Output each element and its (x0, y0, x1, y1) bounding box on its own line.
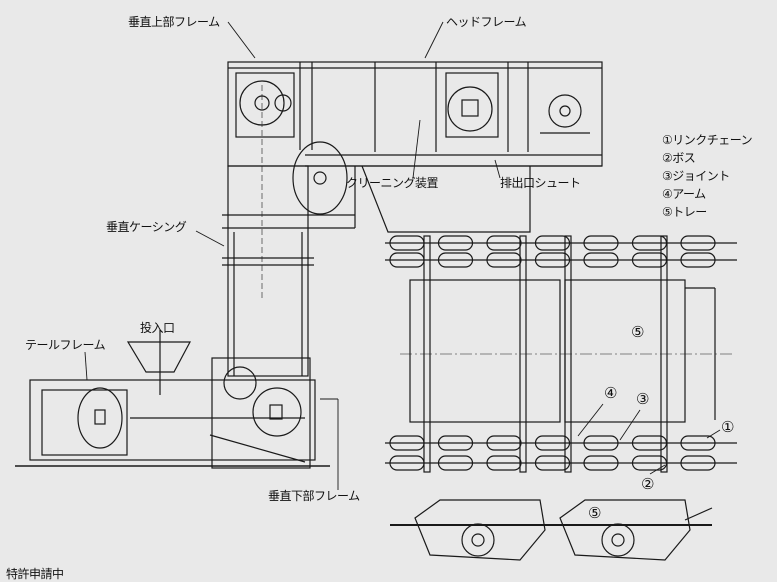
vertical-casing (222, 165, 314, 377)
label-upper-frame: 垂直上部フレーム (128, 15, 220, 29)
legend-item: ⑤トレー (662, 205, 707, 219)
tray-side-view (390, 499, 713, 561)
tray-arm (519, 235, 527, 473)
chain-link (486, 455, 522, 471)
callout-joint: ③ (636, 390, 650, 408)
tray-arm (660, 235, 668, 473)
chain-link (680, 435, 716, 451)
tray-arm (423, 235, 431, 473)
callout-chain: ① (721, 418, 735, 436)
chain-link (486, 235, 522, 251)
callout-tray: ⑤ (631, 323, 645, 341)
chain-link (437, 435, 474, 451)
chain-link (680, 252, 716, 268)
label-patent-pending: 特許申請中 (6, 567, 64, 581)
chain-link (534, 435, 571, 451)
legend-item: ②ボス (662, 151, 696, 165)
chain-link (583, 252, 619, 268)
legend-item: ③ジョイント (662, 169, 730, 183)
callout-arm: ④ (604, 384, 618, 402)
label-inlet: 投入口 (140, 321, 175, 335)
label-head-frame: ヘッドフレーム (446, 15, 527, 29)
callout-boss: ② (641, 475, 655, 493)
chain-link (486, 435, 522, 451)
chain-link (680, 455, 716, 471)
chain-link (583, 455, 619, 471)
label-cleaning-device: クリーニング装置 (346, 176, 439, 190)
chain-link (534, 235, 571, 251)
head-frame (222, 61, 603, 300)
tray-arm (564, 235, 572, 473)
tail-frame (15, 330, 330, 469)
callout-tray-side: ⑤ (588, 504, 602, 522)
leader-lines (84, 21, 721, 490)
tray-plan (400, 279, 735, 423)
chain-links (385, 235, 737, 473)
legend: ①リンクチェーン ②ボス ③ジョイント ④アーム ⑤トレー (662, 131, 753, 221)
chain-link (583, 235, 619, 251)
chain-link (437, 455, 474, 471)
chain-link (534, 455, 571, 471)
chain-link (680, 235, 716, 251)
label-tail-frame: テールフレーム (25, 338, 106, 352)
chain-link (437, 252, 474, 268)
label-lower-frame: 垂直下部フレーム (268, 489, 360, 503)
legend-item: ④アーム (662, 187, 706, 201)
chain-link (583, 435, 619, 451)
chain-link (534, 252, 571, 268)
legend-item: ①リンクチェーン (662, 133, 753, 147)
chain-link (437, 235, 474, 251)
label-vertical-casing: 垂直ケーシング (106, 220, 187, 234)
label-discharge-chute: 排出口シュート (500, 176, 581, 190)
chain-link (486, 252, 522, 268)
